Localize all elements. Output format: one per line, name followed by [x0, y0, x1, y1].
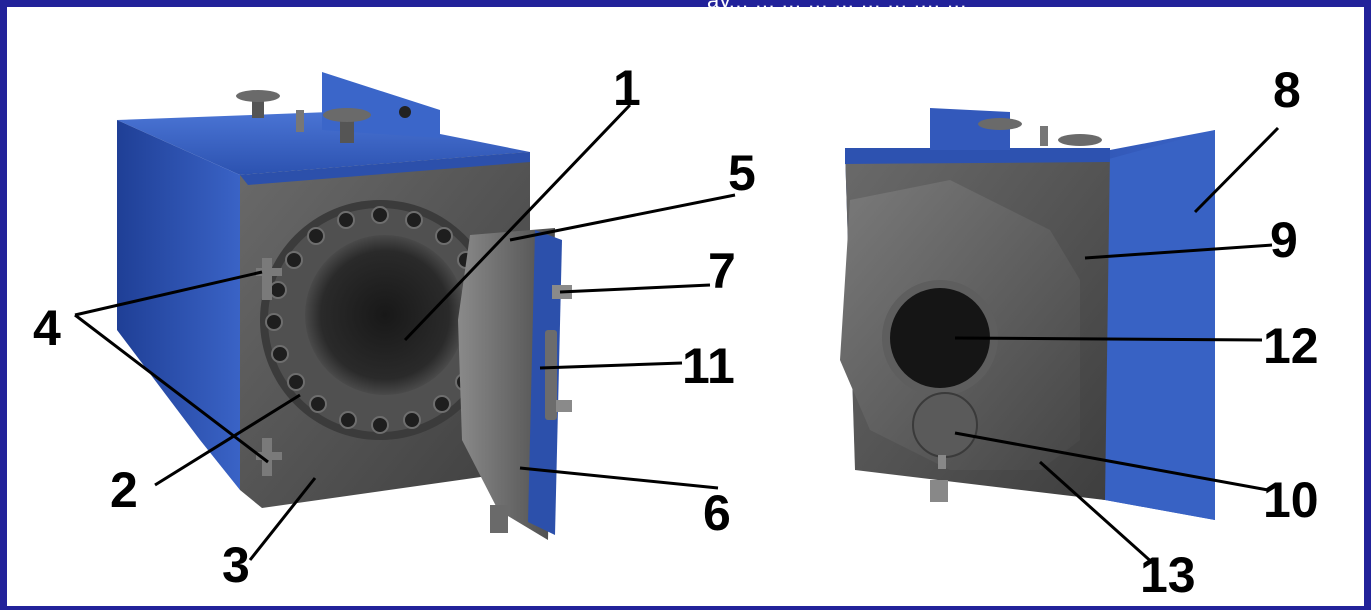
door-peephole-hinge [545, 330, 557, 420]
label-13: 13 [1140, 547, 1196, 603]
label-12: 12 [1263, 318, 1319, 374]
right-boiler-side [1105, 130, 1215, 520]
left-boiler [117, 72, 530, 508]
label-3: 3 [222, 537, 250, 593]
open-door [458, 228, 572, 540]
valves [256, 258, 282, 476]
label-10: 10 [1263, 472, 1319, 528]
label-1: 1 [613, 60, 641, 116]
top-bracket [322, 72, 440, 138]
left-boiler-top [117, 112, 530, 175]
inspection-hatch [912, 392, 978, 458]
cropped-caption: ау... ... ... ... ... ... ... ..., ... [707, 0, 1367, 8]
label-2: 2 [110, 462, 138, 518]
label-9: 9 [1270, 212, 1298, 268]
top-flange-pipes [236, 90, 371, 143]
right-top-flanges [978, 118, 1102, 146]
leader-lines [74, 103, 1280, 567]
left-boiler-side [117, 120, 240, 490]
label-6: 6 [703, 485, 731, 541]
furnace-opening [305, 235, 465, 395]
label-5: 5 [728, 145, 756, 201]
label-4: 4 [33, 300, 61, 356]
label-8: 8 [1273, 62, 1301, 118]
label-7: 7 [708, 243, 736, 299]
label-11: 11 [682, 338, 735, 394]
right-boiler [840, 108, 1215, 520]
burner-tube [890, 288, 990, 388]
